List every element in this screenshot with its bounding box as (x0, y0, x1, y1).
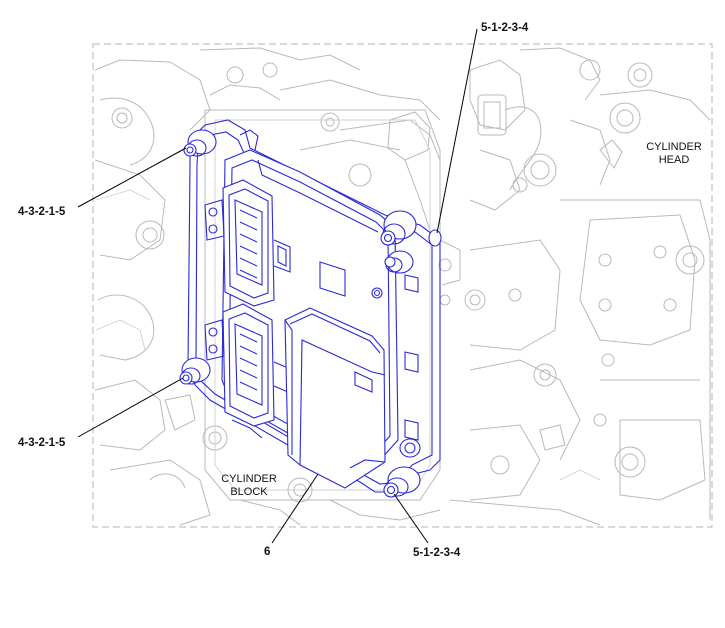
label-cylinder-head-line1: CYLINDER (646, 141, 702, 153)
leader-top-left (77, 147, 187, 208)
label-cylinder-block-line1: CYLINDER (221, 473, 277, 485)
callout-item-number: 6 (264, 546, 270, 558)
view-frame (92, 43, 713, 528)
bolt-bottom-right (383, 438, 421, 498)
callout-bolt-sequence-bottom-left: 4-3-2-1-5 (18, 437, 66, 449)
callout-bolt-sequence-top-right: 5-1-2-3-4 (481, 22, 529, 34)
bolt-top-right (380, 210, 442, 274)
leader-bottom-left (77, 377, 184, 438)
bolt-top-left (183, 129, 217, 157)
bolt-bottom-left (179, 357, 211, 385)
callout-bolt-sequence-bottom-right: 5-1-2-3-4 (413, 547, 461, 559)
leader-top-right (436, 28, 478, 234)
ecm-module (187, 119, 441, 493)
leader-item-6 (271, 473, 319, 544)
engine-background-linework (94, 47, 711, 526)
leader-lines (77, 28, 478, 544)
label-cylinder-head-line2: HEAD (659, 154, 690, 166)
callout-bolt-sequence-top-left: 4-3-2-1-5 (18, 206, 66, 218)
label-cylinder-block-line2: BLOCK (230, 486, 268, 498)
leader-bottom-right (393, 493, 429, 544)
